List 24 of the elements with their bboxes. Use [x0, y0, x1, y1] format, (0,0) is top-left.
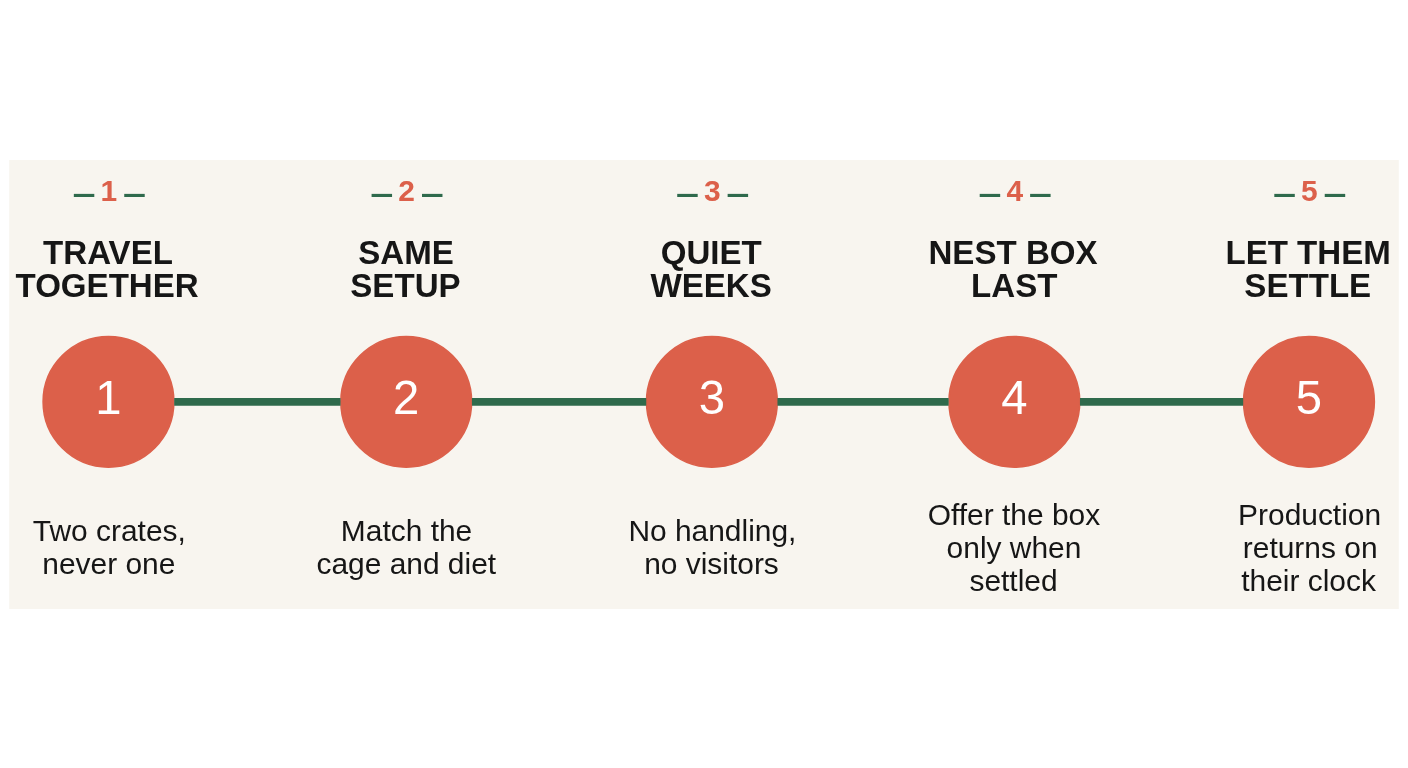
- connector: [777, 397, 949, 406]
- node-label: NEST BOX LAST: [928, 233, 1098, 304]
- node-label: 3: [704, 173, 721, 207]
- node-circle: 1: [42, 335, 175, 468]
- node-label: QUIET WEEKS: [650, 233, 772, 304]
- node-label: Two crates, never one: [32, 513, 186, 580]
- connector: [471, 397, 647, 406]
- node-label: LET THEM SETTLE: [1225, 233, 1391, 304]
- node-label: TRAVEL TOGETHER: [15, 233, 199, 304]
- node-label: 5: [1301, 173, 1318, 207]
- node-label: 1: [100, 173, 118, 207]
- node-circle: 3: [645, 335, 779, 468]
- node-label: Match the cage and diet: [316, 513, 497, 580]
- node-circle: 5: [1242, 335, 1376, 468]
- connector: [174, 397, 341, 406]
- node-label: SAME SETUP: [350, 233, 461, 304]
- node-circle: 2: [340, 335, 473, 468]
- node-label: Offer the box only when settled: [927, 497, 1101, 597]
- connector: [1079, 397, 1244, 406]
- node-label: 2: [398, 173, 416, 207]
- node-circle: 4: [948, 335, 1081, 468]
- node-label: Production returns on their clock: [1238, 497, 1382, 597]
- node-label: 4: [1006, 173, 1024, 207]
- node-label: No handling, no visitors: [628, 513, 797, 580]
